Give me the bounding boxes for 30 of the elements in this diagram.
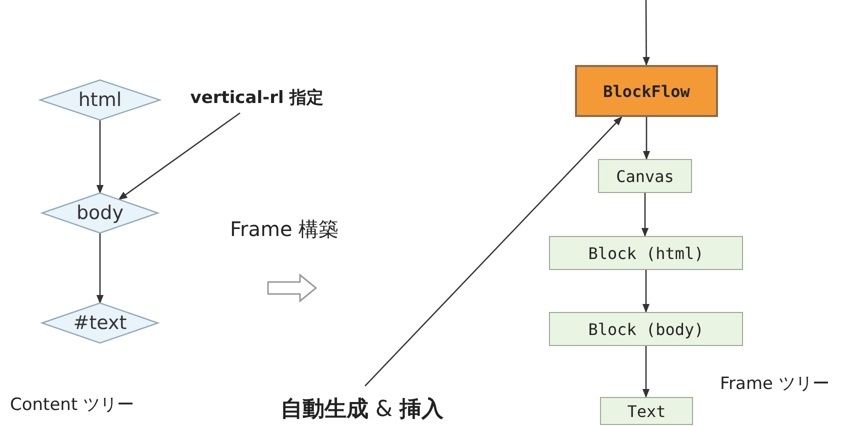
annotation-text: vertical-rl 指定 bbox=[190, 86, 324, 108]
annotation-text: 自動生成 & 挿入 bbox=[280, 396, 444, 424]
arrow bbox=[96, 120, 104, 194]
node-label: Block (html) bbox=[588, 244, 704, 262]
arrow bbox=[364, 116, 622, 386]
process-box bbox=[549, 312, 743, 346]
node-label: BlockFlow bbox=[603, 82, 690, 100]
process-box bbox=[600, 397, 693, 425]
arrow bbox=[642, 117, 650, 160]
process-box bbox=[598, 159, 692, 193]
diamond-node bbox=[40, 80, 160, 120]
node-label: html bbox=[78, 89, 122, 111]
caption-text: Content ツリー bbox=[10, 394, 134, 416]
node-label: Canvas bbox=[616, 166, 674, 186]
arrow bbox=[642, 270, 650, 313]
node-label: Block (body) bbox=[588, 320, 704, 338]
arrow bbox=[118, 112, 240, 200]
arrow bbox=[642, 0, 650, 66]
arrow bbox=[642, 346, 650, 398]
arrow bbox=[641, 193, 649, 237]
caption-text: Frame 構築 bbox=[230, 216, 339, 243]
node-label: Text bbox=[627, 402, 666, 420]
process-box bbox=[575, 65, 718, 117]
node-label: #text bbox=[73, 312, 127, 334]
node-label: body bbox=[76, 202, 124, 224]
diamond-node bbox=[42, 303, 158, 343]
arrow bbox=[96, 233, 104, 304]
caption-text: Frame ツリー bbox=[720, 373, 830, 395]
process-box bbox=[549, 236, 743, 270]
diamond-node bbox=[42, 193, 158, 233]
